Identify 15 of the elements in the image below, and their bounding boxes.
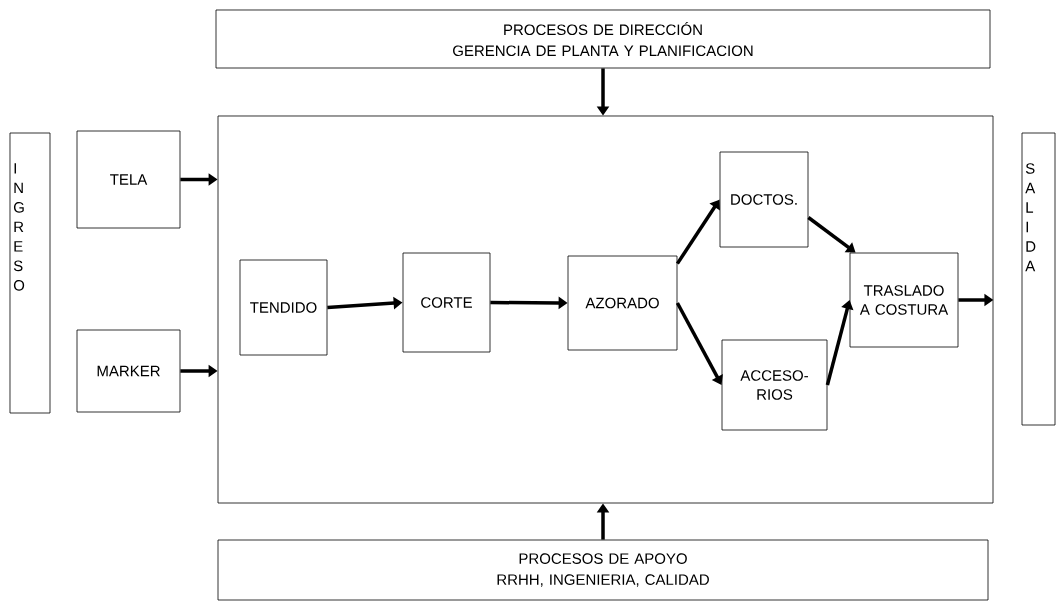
- process-box: TRASLADO A COSTURA: [849, 252, 959, 348]
- vertical-label-box: SALIDA: [1021, 132, 1056, 426]
- process-box: MARKER: [76, 329, 181, 413]
- process-frame: [217, 115, 994, 504]
- process-box: ACCESO-RIOS: [721, 339, 828, 431]
- process-box: TELA: [76, 130, 181, 229]
- vertical-label-box: INGRESO: [9, 132, 51, 414]
- process-box: TENDIDO: [239, 259, 328, 356]
- process-box: AZORADO: [567, 255, 678, 351]
- process-box: DOCTOS.: [719, 151, 809, 248]
- process-box: CORTE: [402, 252, 491, 353]
- arrow: [675, 302, 723, 385]
- process-band: PROCESOS DE APOYO RRHH, INGENIERIA, CALIDAD: [217, 539, 989, 601]
- process-band: PROCESOS DE DIRECCIÓN GERENCIA DE PLANTA Y PLANIFICACION: [215, 9, 991, 69]
- arrow: [807, 216, 856, 253]
